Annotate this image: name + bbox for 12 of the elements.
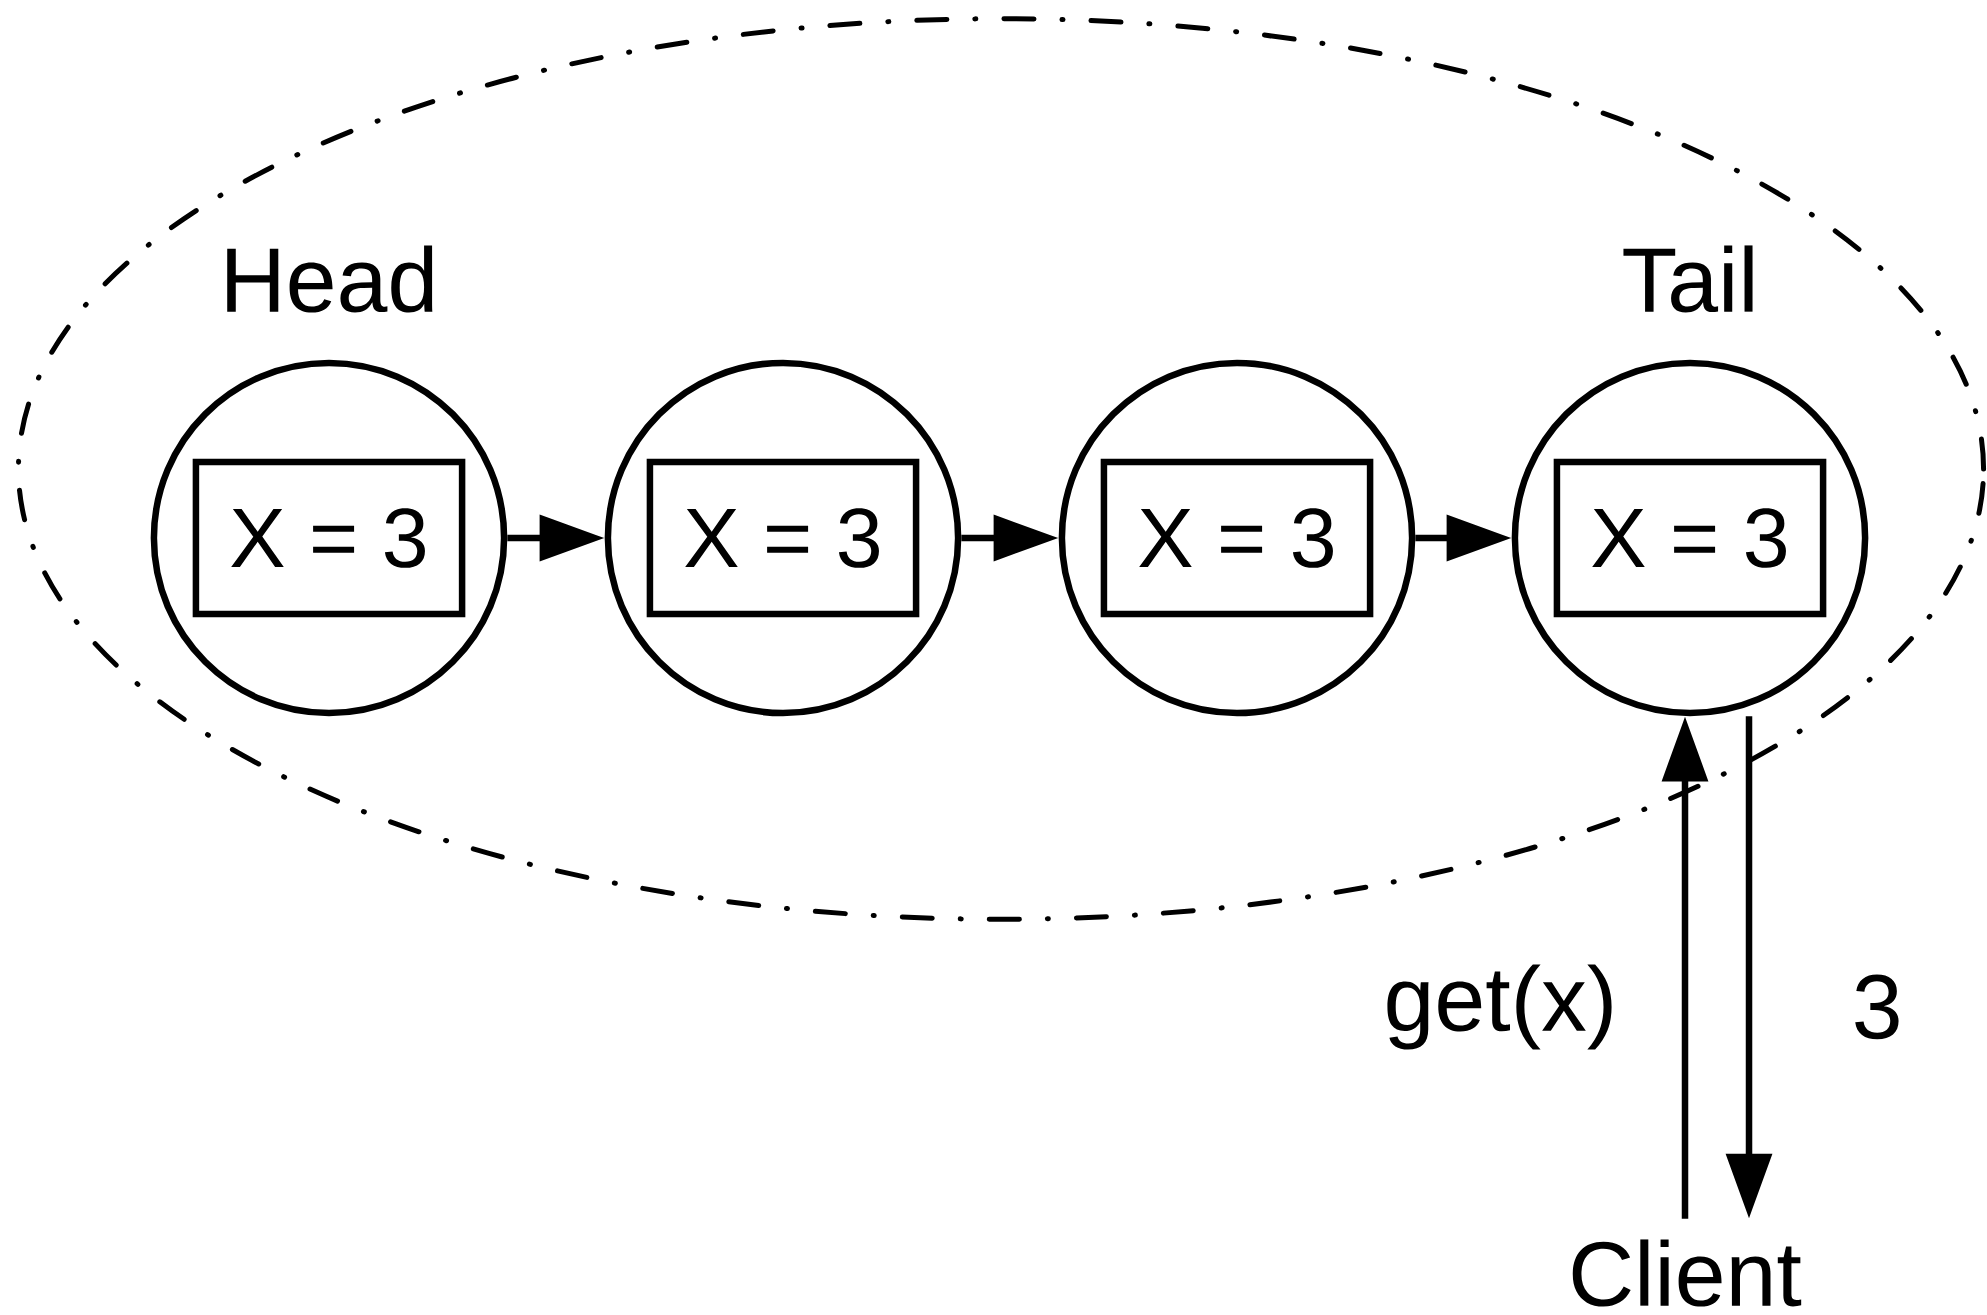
edge-label: 3 xyxy=(1844,967,1910,1047)
value-box: X = 3 xyxy=(192,458,466,618)
node-circle xyxy=(604,359,962,717)
value-box: X = 3 xyxy=(646,458,920,618)
group-ellipse xyxy=(15,16,1987,922)
value-box: X = 3 xyxy=(1553,458,1827,618)
value-box: X = 3 xyxy=(1100,458,1374,618)
node-label: Head xyxy=(227,245,433,313)
node-label: Tail xyxy=(1623,245,1753,313)
client-label: Client xyxy=(1572,1239,1802,1307)
node-circle xyxy=(1058,359,1416,717)
edge-label: get(x) xyxy=(1376,957,1625,1057)
